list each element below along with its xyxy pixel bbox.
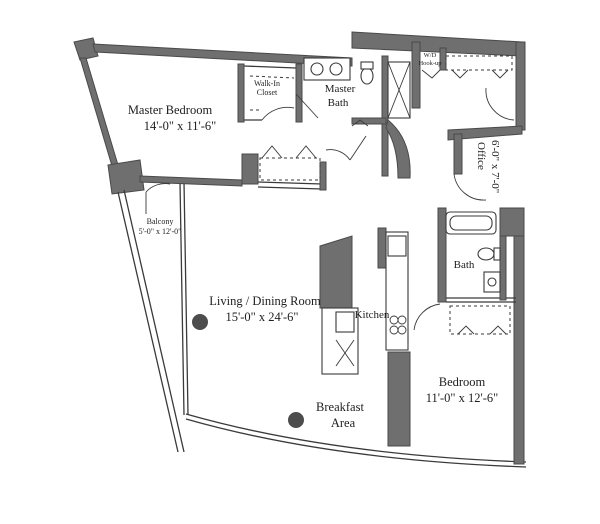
master-bedroom-dims: 14'-0" x 11'-6": [144, 119, 217, 133]
bedroom-name: Bedroom: [439, 375, 486, 389]
bath-name: Bath: [454, 259, 475, 271]
interior-walls: [139, 41, 523, 447]
room-labels: Master Bedroom 14'-0" x 11'-6" Walk-In C…: [128, 52, 501, 430]
breakfast-line2: Area: [331, 416, 356, 430]
kitchen-name: Kitchen: [355, 309, 390, 321]
master-bedroom-name: Master Bedroom: [128, 103, 213, 117]
balcony-name: Balcony: [147, 217, 174, 226]
doors-closets: [145, 55, 515, 335]
bedroom-dims: 11'-0" x 12'-6": [426, 391, 499, 405]
master-bath-line1: Master: [325, 83, 356, 95]
living-name: Living / Dining Room: [209, 294, 321, 308]
office-dims: 6'-0" x 7'-0": [489, 140, 501, 193]
fixtures: [192, 57, 501, 428]
walk-in-closet-line2: Closet: [257, 88, 278, 97]
wd-line1: W/D: [424, 52, 437, 59]
master-bath-line2: Bath: [328, 97, 349, 109]
walk-in-closet-line1: Walk-In: [254, 79, 280, 88]
balcony-dims: 5'-0" x 12'-0": [139, 227, 182, 236]
living-dims: 15'-0" x 24'-6": [225, 310, 298, 324]
breakfast-line1: Breakfast: [316, 400, 364, 414]
wd-line2: Hook-up: [418, 60, 441, 67]
exterior-walls: [73, 31, 527, 468]
office-name: Office: [475, 142, 487, 170]
